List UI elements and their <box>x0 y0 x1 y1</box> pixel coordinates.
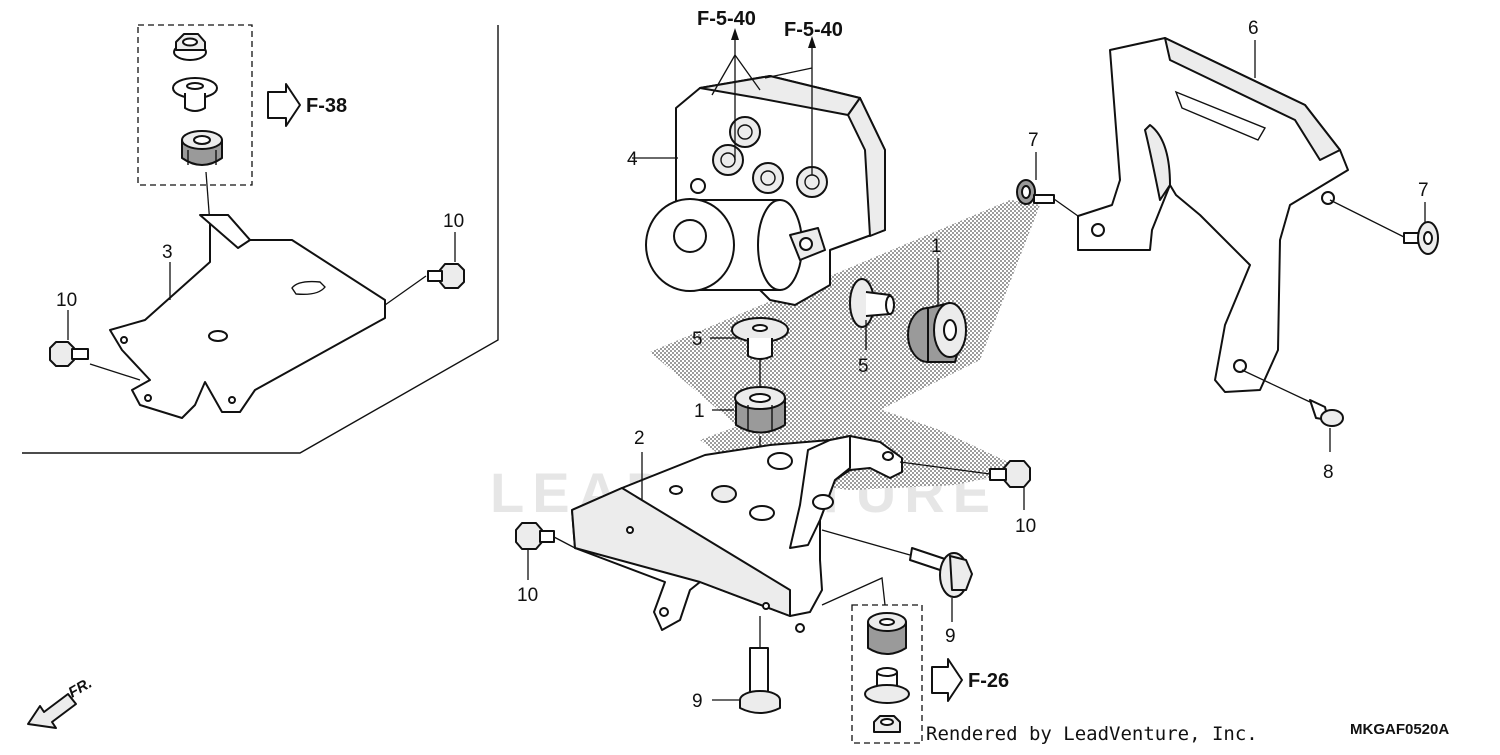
collar-part5-right[interactable] <box>849 278 895 328</box>
abs-modulator-part4[interactable] <box>645 75 886 306</box>
hatched-area-upper <box>650 200 1040 445</box>
bracket-part2[interactable] <box>571 435 903 633</box>
inset-grommet[interactable] <box>181 130 223 166</box>
bolt-part9-bottom[interactable] <box>739 647 781 714</box>
front-arrow-icon <box>27 693 77 729</box>
ref-f540-left-arrowhead-icon <box>731 28 739 40</box>
inset-border <box>22 25 499 454</box>
callout-9-right: 9 <box>945 626 956 647</box>
screw-part8[interactable] <box>1309 399 1344 427</box>
inset-bracket-hole <box>208 330 228 342</box>
callout-8: 8 <box>1323 462 1334 483</box>
ref-f540-right-label: F-5-40 <box>784 19 843 41</box>
lower-collar[interactable] <box>864 667 910 704</box>
ref-arrow-f26-icon <box>931 658 963 702</box>
inset-panel <box>22 25 499 454</box>
lower-grommet[interactable] <box>867 612 907 655</box>
grommet-part1-lower[interactable] <box>734 386 786 434</box>
callout-1-lower: 1 <box>694 401 705 422</box>
callout-10-inset-right: 10 <box>443 211 464 232</box>
bolt-part10-right[interactable] <box>989 460 1031 488</box>
cover-part6[interactable] <box>1077 37 1349 393</box>
lower-flange-nut[interactable] <box>873 715 901 733</box>
credit-text: Rendered by LeadVenture, Inc. <box>926 723 1258 745</box>
ref-arrow-f38[interactable]: F-38 <box>267 83 347 127</box>
callout-9-bottom: 9 <box>692 691 703 712</box>
callout-2: 2 <box>634 428 645 449</box>
callout-1-upper: 1 <box>931 236 942 257</box>
inset-hardware-group-box <box>137 24 253 186</box>
callout-7-right: 7 <box>1418 180 1429 201</box>
bolt-part10-left[interactable] <box>515 522 555 550</box>
callout-5-left: 5 <box>692 329 703 350</box>
ref-f540-right-arrowhead-icon <box>808 36 816 48</box>
callout-10-right: 10 <box>1015 516 1036 537</box>
ref-arrow-f540-right[interactable]: F-5-40 <box>784 19 843 175</box>
inset-bolt-right[interactable] <box>427 263 465 289</box>
callout-10-left: 10 <box>517 585 538 606</box>
front-direction-marker: FR. <box>27 675 95 729</box>
grommet-part1-upper[interactable] <box>907 302 967 363</box>
lower-hardware-group-box <box>851 604 923 744</box>
callout-7-left: 7 <box>1028 130 1039 151</box>
callout-10-inset-left: 10 <box>56 290 77 311</box>
ref-f540-left-label: F-5-40 <box>697 8 756 30</box>
bolt-part9-right[interactable] <box>909 547 973 598</box>
collar-part5-left[interactable] <box>731 317 789 360</box>
inset-bracket-part3[interactable] <box>109 214 386 419</box>
inset-collar[interactable] <box>172 77 218 112</box>
inset-bolt-left[interactable] <box>49 341 89 367</box>
screw-part7-left[interactable] <box>1016 179 1055 205</box>
callout-5-right: 5 <box>858 356 869 377</box>
ref-arrow-f38-icon <box>267 83 301 127</box>
callout-4: 4 <box>627 149 638 170</box>
ref-f26-label: F-26 <box>968 670 1009 692</box>
inset-flange-nut[interactable] <box>173 33 207 61</box>
diagram-code: MKGAF0520A <box>1350 721 1449 738</box>
callout-6: 6 <box>1248 18 1259 39</box>
ref-arrow-f26[interactable]: F-26 <box>931 658 1009 702</box>
callout-3: 3 <box>162 242 173 263</box>
ref-f38-label: F-38 <box>306 95 347 117</box>
screw-part7-right[interactable] <box>1403 221 1439 255</box>
inset-bracket-slot <box>291 280 326 296</box>
